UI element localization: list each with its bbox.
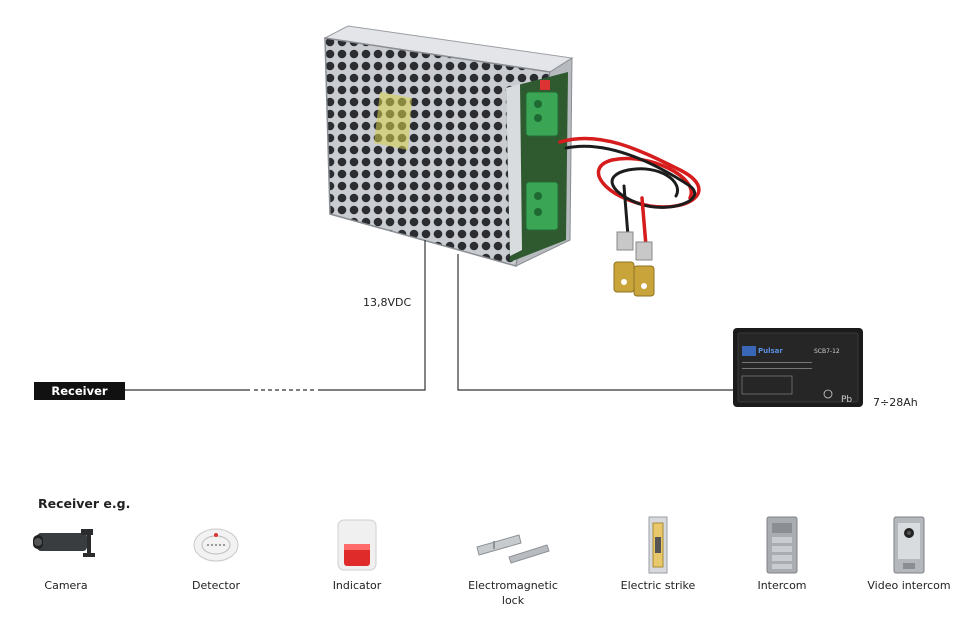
device-label: Detector — [192, 579, 240, 592]
siren-icon — [337, 519, 377, 571]
receiver-box: Receiver — [34, 382, 125, 400]
battery-terminals — [613, 231, 655, 297]
battery: Pulsar SCB7-12 Pb — [733, 328, 863, 407]
device-intercom: Intercom — [722, 512, 842, 593]
device-label: Intercom — [757, 579, 807, 592]
device-label: Electromagnetic lock — [468, 579, 558, 607]
smoke-detector-icon — [193, 528, 239, 562]
magnetic-lock-icon — [476, 534, 550, 564]
svg-text:Pb: Pb — [841, 395, 852, 405]
receivers-title: Receiver e.g. — [38, 496, 131, 511]
battery-leads — [558, 136, 701, 248]
device-electromagnetic-lock: Electromagnetic lock — [453, 512, 573, 608]
electric-strike-icon — [648, 516, 668, 574]
device-label: Video intercom — [867, 579, 951, 592]
device-camera: Camera — [6, 512, 126, 593]
device-detector: Detector — [156, 512, 276, 593]
device-electric-strike: Electric strike — [598, 512, 718, 593]
device-label: Camera — [44, 579, 88, 592]
video-intercom-icon — [893, 516, 925, 574]
battery-brand: Pulsar — [758, 347, 783, 355]
battery-model: SCB7-12 — [814, 348, 840, 355]
device-label: Electric strike — [620, 579, 696, 592]
battery-capacity-label: 7÷28Ah — [873, 396, 918, 409]
device-indicator: Indicator — [297, 512, 417, 593]
voltage-label: 13,8VDC — [363, 296, 412, 309]
device-label: Indicator — [332, 579, 382, 592]
intercom-icon — [766, 516, 798, 574]
device-video-intercom: Video intercom — [849, 512, 969, 593]
power-supply-unit — [323, 25, 574, 267]
wiring-lines — [125, 240, 735, 391]
camera-icon — [33, 529, 95, 557]
